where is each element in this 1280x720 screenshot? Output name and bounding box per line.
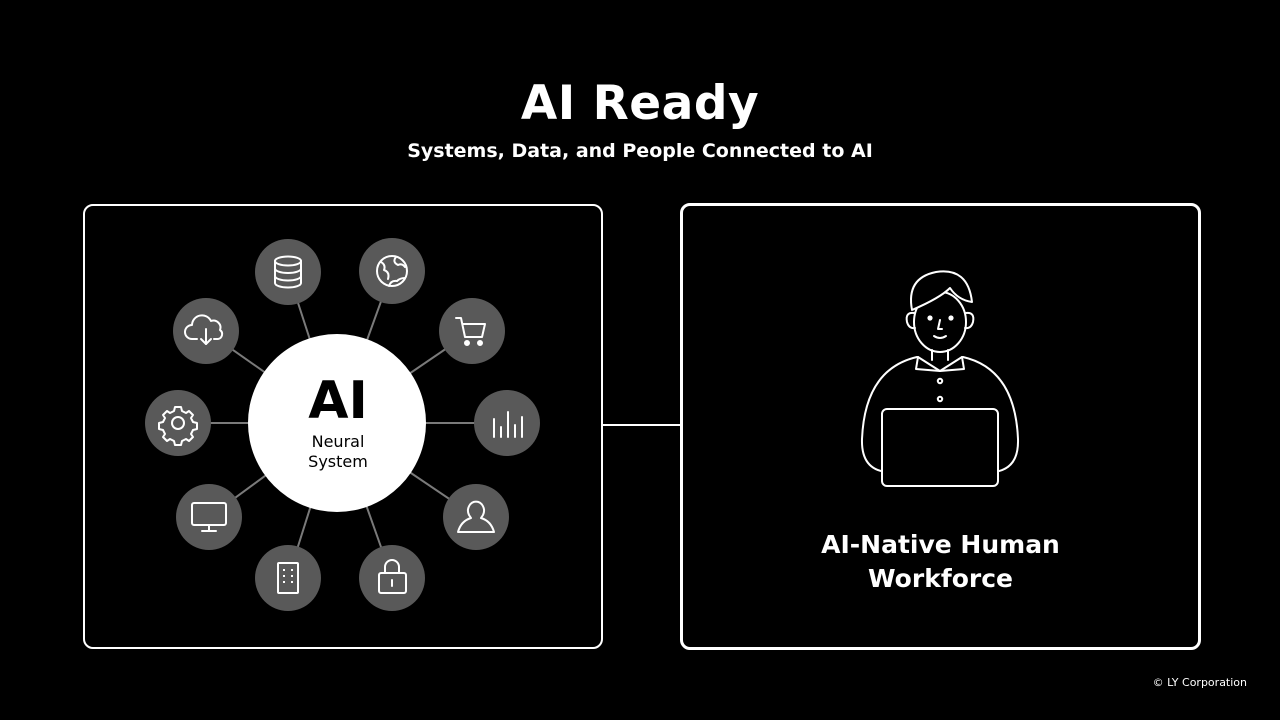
workforce-label-line1: AI-Native Human [821,530,1060,559]
ai-systems-panel [83,204,603,649]
lock-icon [378,559,407,594]
bar-chart-icon [493,411,523,438]
node-cart [439,298,505,364]
monitor-icon [191,502,227,532]
hub-sublabel: Neural System [248,432,428,472]
page-title: AI Ready [520,76,760,131]
ai-hub-circle [248,334,426,512]
cloud-download-icon [184,314,224,345]
copyright-footer: © LY Corporation [1152,676,1247,689]
gear-icon [158,406,198,446]
panel-connector-line [603,424,680,426]
workforce-label-line2: Workforce [868,564,1013,593]
hub-sublabel-line2: System [308,452,368,471]
workforce-label: AI-Native Human Workforce [680,528,1201,596]
database-icon [274,255,302,289]
page-subtitle: Systems, Data, and People Connected to A… [407,140,873,162]
person-with-laptop-icon [860,270,1020,487]
node-monitor [176,484,242,550]
node-lock [359,545,425,611]
hub-sublabel-line1: Neural [311,432,365,451]
node-building [255,545,321,611]
node-user [443,484,509,550]
shopping-cart-icon [455,317,486,346]
building-icon [277,562,299,594]
workforce-panel [680,203,1201,650]
node-globe [359,238,425,304]
globe-icon [376,255,408,287]
node-gear [145,390,211,456]
user-icon [457,500,495,533]
hub-label: AI [308,371,368,431]
